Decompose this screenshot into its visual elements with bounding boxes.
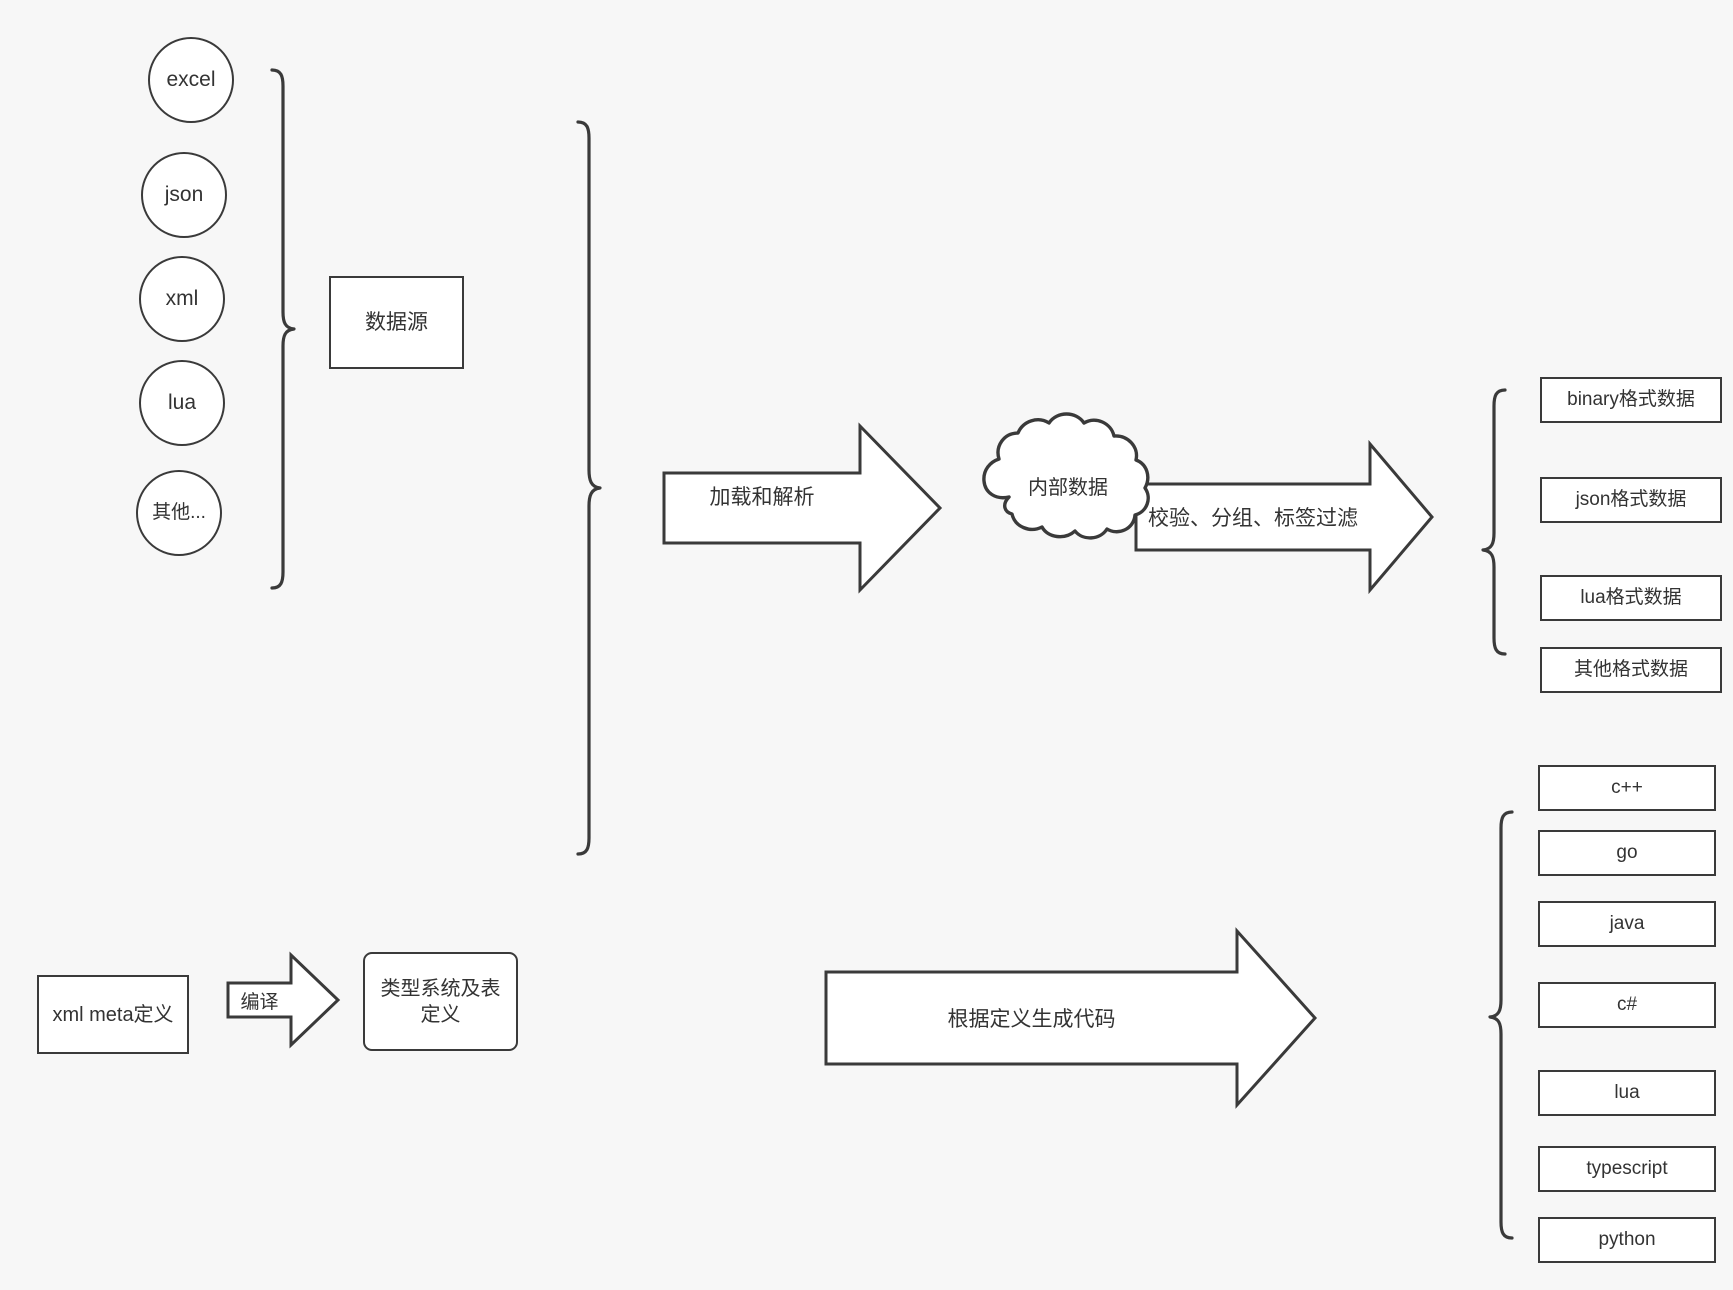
- validate-group-filter-arrow: [1134, 439, 1434, 595]
- pipeline-input-brace: [576, 120, 602, 856]
- internal-data-cloud: [982, 412, 1150, 540]
- validate-group-filter-arrow-label: 校验、分组、标签过滤: [1148, 507, 1358, 530]
- output-format-box-lua[interactable]: lua格式数据: [1540, 575, 1722, 621]
- data-source-brace: [270, 68, 296, 590]
- compile-arrow: [226, 951, 341, 1049]
- output-language-box-typescript[interactable]: typescript: [1538, 1146, 1716, 1192]
- load-parse-arrow: [662, 422, 943, 594]
- output-language-box-go[interactable]: go: [1538, 830, 1716, 876]
- source-circle-xml[interactable]: xml: [139, 256, 225, 342]
- data-source-group-box[interactable]: 数据源: [329, 276, 464, 369]
- source-circle-other[interactable]: 其他...: [136, 470, 222, 556]
- source-circle-excel[interactable]: excel: [148, 37, 234, 123]
- output-language-box-csharp[interactable]: c#: [1538, 982, 1716, 1028]
- output-format-brace: [1481, 388, 1507, 656]
- load-parse-arrow-label: 加载和解析: [709, 486, 815, 509]
- xml-meta-definition-box[interactable]: xml meta定义: [37, 975, 189, 1054]
- codegen-arrow-label: 根据定义生成代码: [947, 1008, 1116, 1031]
- output-format-box-json[interactable]: json格式数据: [1540, 477, 1722, 523]
- output-language-box-lua[interactable]: lua: [1538, 1070, 1716, 1116]
- output-language-brace: [1488, 810, 1514, 1240]
- output-format-box-other[interactable]: 其他格式数据: [1540, 647, 1722, 693]
- type-system-box[interactable]: 类型系统及表定义: [363, 952, 518, 1051]
- source-circle-lua[interactable]: lua: [139, 360, 225, 446]
- internal-data-cloud-label: 内部数据: [1028, 476, 1108, 499]
- codegen-arrow: [824, 927, 1318, 1109]
- compile-arrow-label: 编译: [240, 991, 279, 1013]
- output-language-box-cpp[interactable]: c++: [1538, 765, 1716, 811]
- output-language-box-python[interactable]: python: [1538, 1217, 1716, 1263]
- output-format-box-binary[interactable]: binary格式数据: [1540, 377, 1722, 423]
- source-circle-json[interactable]: json: [141, 152, 227, 238]
- output-language-box-java[interactable]: java: [1538, 901, 1716, 947]
